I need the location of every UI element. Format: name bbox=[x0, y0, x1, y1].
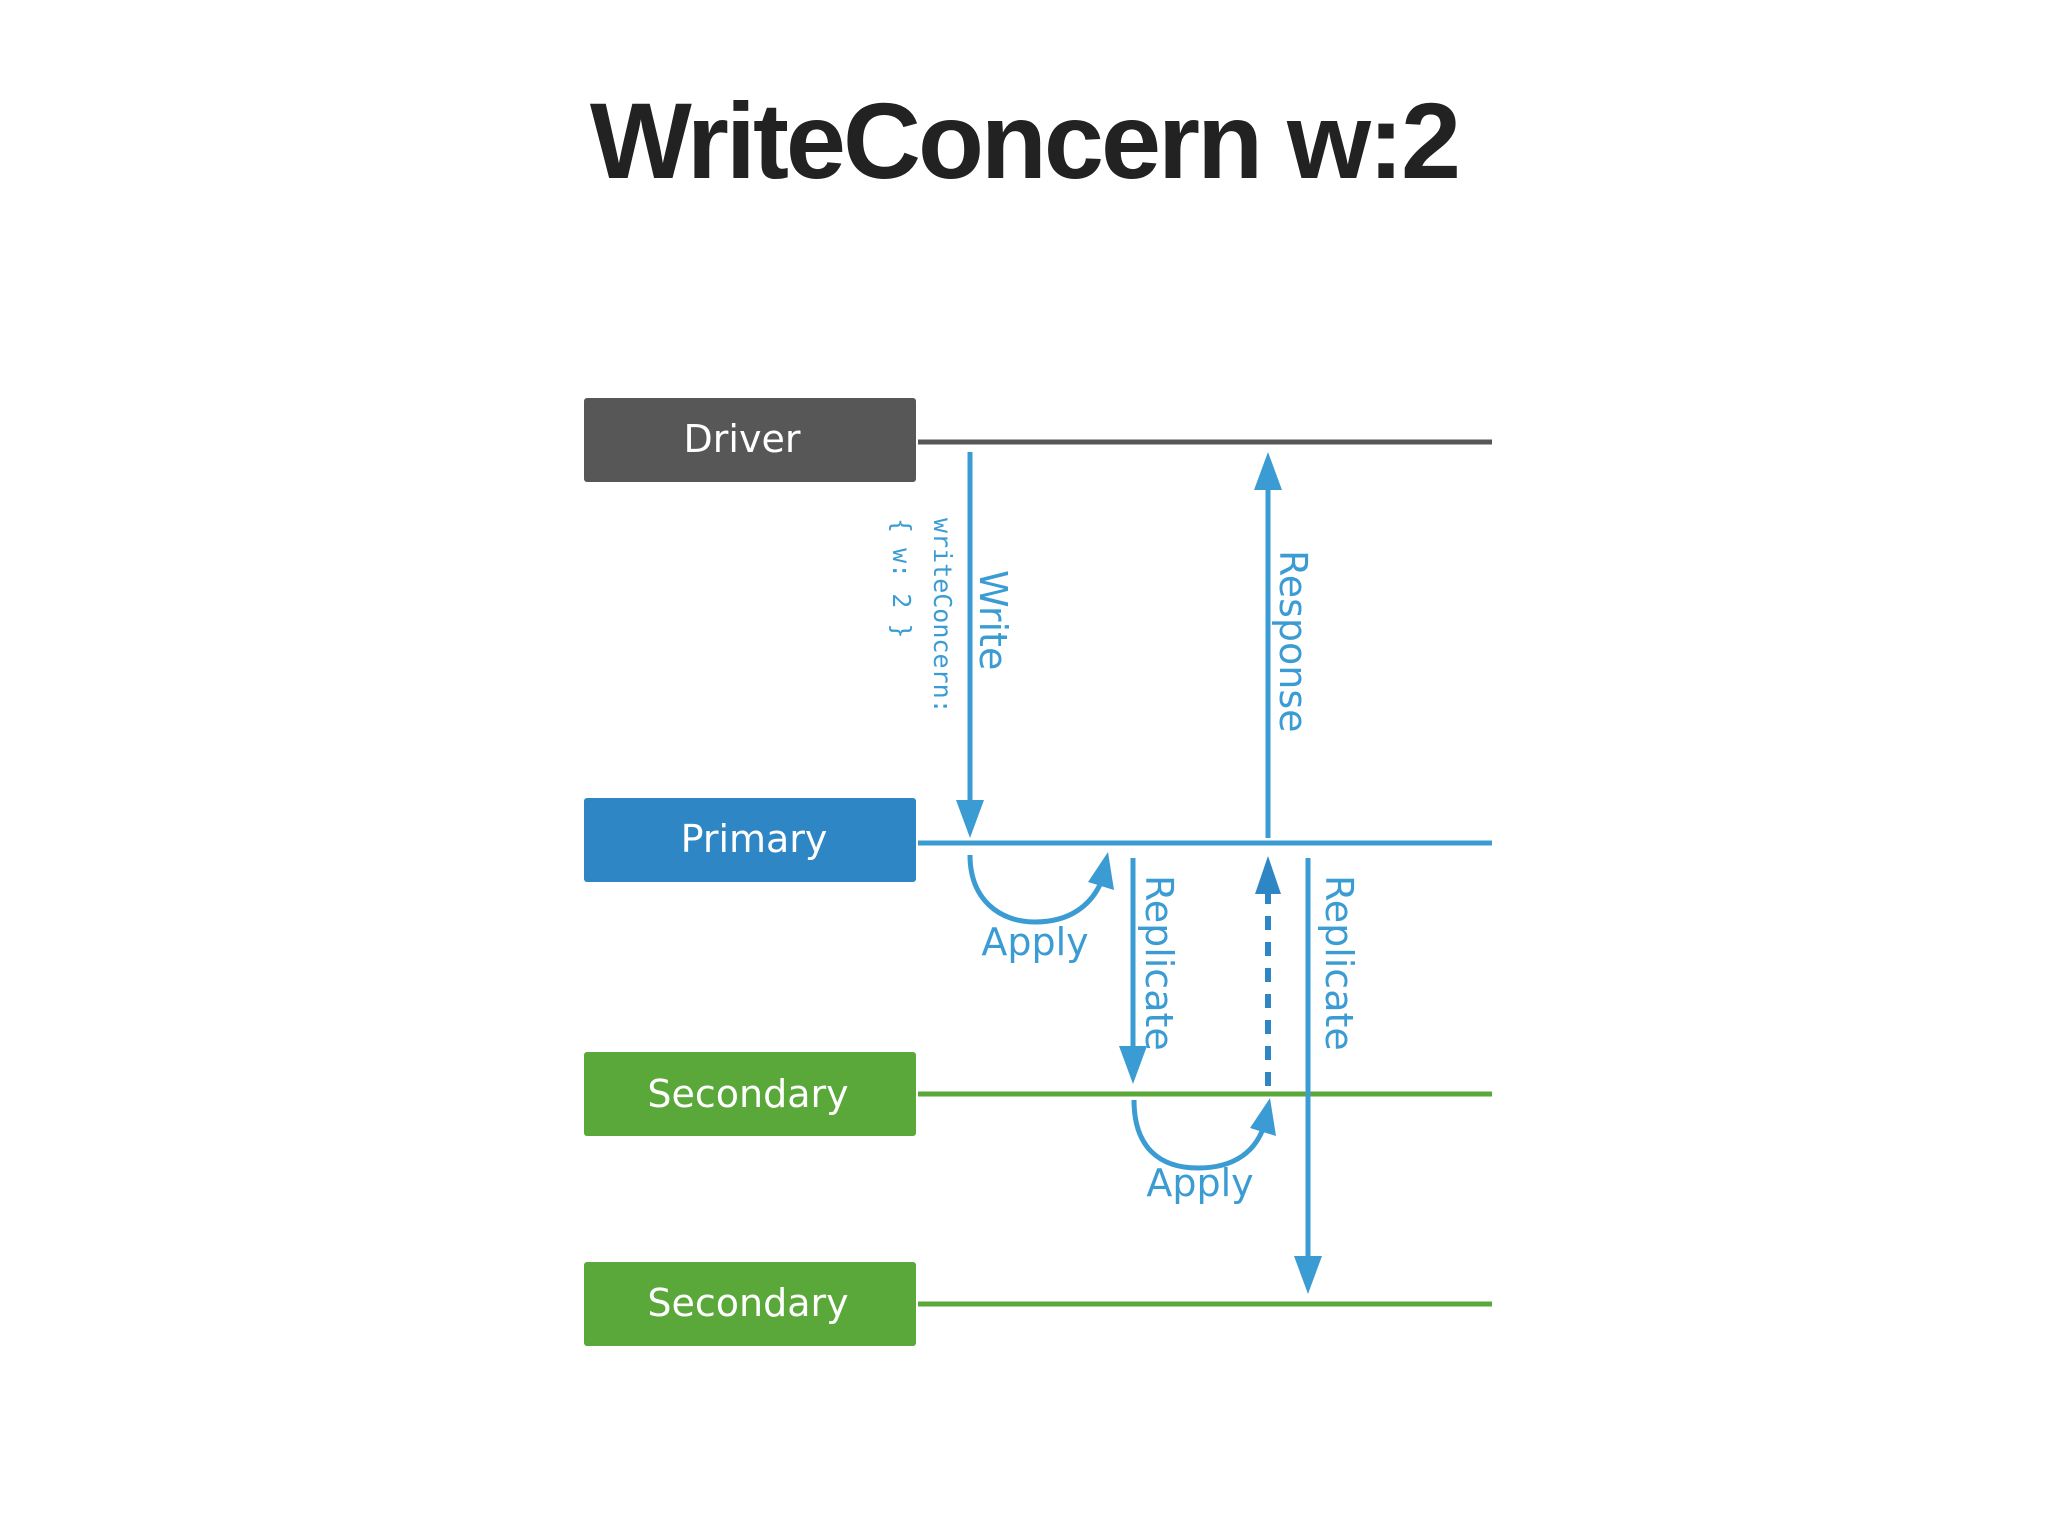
slide-title: WriteConcern w:2 bbox=[589, 80, 1461, 201]
secondary-node-1: Secondary bbox=[584, 1052, 916, 1136]
write-concern-line1: writeConcern: bbox=[928, 518, 957, 714]
apply-secondary-label: Apply bbox=[1146, 1161, 1253, 1205]
apply-primary-label: Apply bbox=[981, 920, 1088, 964]
write-arrow bbox=[956, 452, 984, 838]
secondary-label-2: Secondary bbox=[647, 1281, 848, 1325]
write-label: Write bbox=[971, 570, 1015, 670]
replicate-label-1: Replicate bbox=[1137, 875, 1181, 1051]
driver-node: Driver bbox=[584, 398, 916, 482]
replicate-arrow-1 bbox=[1119, 858, 1147, 1084]
primary-label: Primary bbox=[681, 817, 828, 861]
write-concern-line2: { w: 2 } bbox=[887, 518, 916, 638]
apply-secondary-arrow bbox=[1131, 1098, 1276, 1171]
primary-node: Primary bbox=[584, 798, 916, 882]
response-arrow bbox=[1254, 452, 1282, 838]
replicate-label-2: Replicate bbox=[1317, 875, 1361, 1051]
apply-primary-arrow bbox=[967, 852, 1114, 925]
acknowledge-dashed-arrow bbox=[1255, 856, 1281, 1086]
response-label: Response bbox=[1271, 550, 1315, 733]
secondary-label-1: Secondary bbox=[647, 1072, 848, 1116]
driver-label: Driver bbox=[684, 417, 801, 461]
secondary-node-2: Secondary bbox=[584, 1262, 916, 1346]
replicate-arrow-2 bbox=[1294, 858, 1322, 1294]
